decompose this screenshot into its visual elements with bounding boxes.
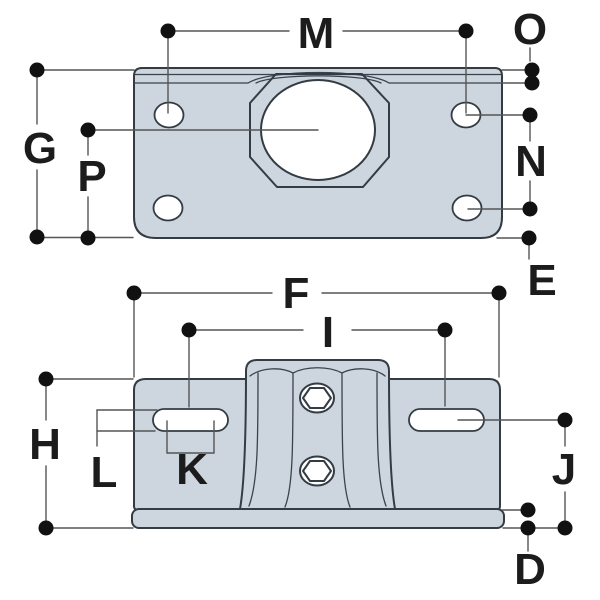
mount-hole-bottom-left bbox=[152, 194, 184, 222]
hex-bolt-top-head bbox=[302, 387, 332, 409]
marker-dot bbox=[38, 371, 54, 387]
dimension-D: D bbox=[501, 502, 546, 594]
boss-fold-line-1 bbox=[248, 372, 259, 507]
dimension-label-d: D bbox=[514, 545, 546, 594]
marker-dot bbox=[181, 322, 197, 338]
mount-hole-top-left bbox=[153, 101, 185, 129]
dimension-label-p: P bbox=[77, 152, 106, 201]
hex-bolt-top bbox=[299, 382, 335, 414]
marker-dot bbox=[557, 520, 573, 536]
marker-dot bbox=[557, 412, 573, 428]
marker-dot bbox=[522, 107, 538, 123]
dimension-label-l: L bbox=[91, 448, 118, 497]
marker-dot bbox=[80, 230, 96, 246]
marker-dot bbox=[29, 229, 45, 245]
dimension-H: H bbox=[29, 371, 134, 536]
marker-dot bbox=[437, 322, 453, 338]
dimension-M: M bbox=[160, 9, 474, 114]
dimension-label-n: N bbox=[515, 137, 547, 186]
dimension-J: J bbox=[457, 412, 576, 536]
front-lip-band bbox=[131, 508, 505, 529]
dimension-label-m: M bbox=[298, 9, 335, 58]
center-boss-octagon bbox=[249, 73, 390, 188]
marker-dot bbox=[126, 285, 142, 301]
marker-dot bbox=[29, 62, 45, 78]
dimension-label-f: F bbox=[283, 269, 310, 318]
dimension-label-g: G bbox=[23, 124, 57, 173]
dimension-E: E bbox=[496, 230, 557, 305]
dimension-label-i: I bbox=[322, 308, 334, 357]
hex-bolt-bottom-head bbox=[302, 460, 332, 482]
dimension-label-h: H bbox=[29, 420, 61, 469]
marker-dot bbox=[38, 520, 54, 536]
dimension-O: O bbox=[501, 5, 547, 91]
mount-hole-bottom-right bbox=[451, 194, 483, 222]
marker-dot bbox=[524, 75, 540, 91]
hex-bolt-bottom bbox=[299, 455, 335, 487]
dimension-G: G bbox=[23, 62, 135, 245]
boss-top-wavy-line bbox=[249, 367, 386, 377]
marker-dot bbox=[458, 23, 474, 39]
marker-dot bbox=[80, 122, 96, 138]
dimension-N: N bbox=[465, 107, 547, 217]
dimension-F: F bbox=[126, 269, 507, 378]
boss-fold-line-2 bbox=[284, 373, 294, 508]
marker-dot bbox=[491, 285, 507, 301]
marker-dot bbox=[522, 201, 538, 217]
dimension-K: K bbox=[166, 420, 215, 494]
front-view bbox=[133, 67, 503, 239]
marker-dot bbox=[160, 23, 176, 39]
marker-dot bbox=[520, 520, 536, 536]
marker-dot bbox=[520, 502, 536, 518]
dimension-label-j: J bbox=[552, 445, 576, 494]
center-boss-raised bbox=[239, 359, 396, 510]
bottom-view bbox=[131, 359, 505, 529]
dimension-label-k: K bbox=[176, 445, 208, 494]
dimension-L: L bbox=[91, 409, 158, 497]
marker-dot bbox=[524, 62, 540, 78]
dimension-label-e: E bbox=[527, 256, 556, 305]
boss-fold-line-3 bbox=[341, 373, 351, 508]
slot-left bbox=[152, 408, 229, 432]
boss-fold-line-4 bbox=[376, 372, 387, 507]
dimension-I: I bbox=[181, 308, 453, 408]
boss-fold-arc-inner bbox=[255, 75, 382, 84]
marker-dot bbox=[521, 230, 537, 246]
boss-fold-arc-outer bbox=[247, 71, 390, 84]
dimension-P: P bbox=[77, 122, 319, 246]
dimension-label-o: O bbox=[513, 5, 547, 54]
